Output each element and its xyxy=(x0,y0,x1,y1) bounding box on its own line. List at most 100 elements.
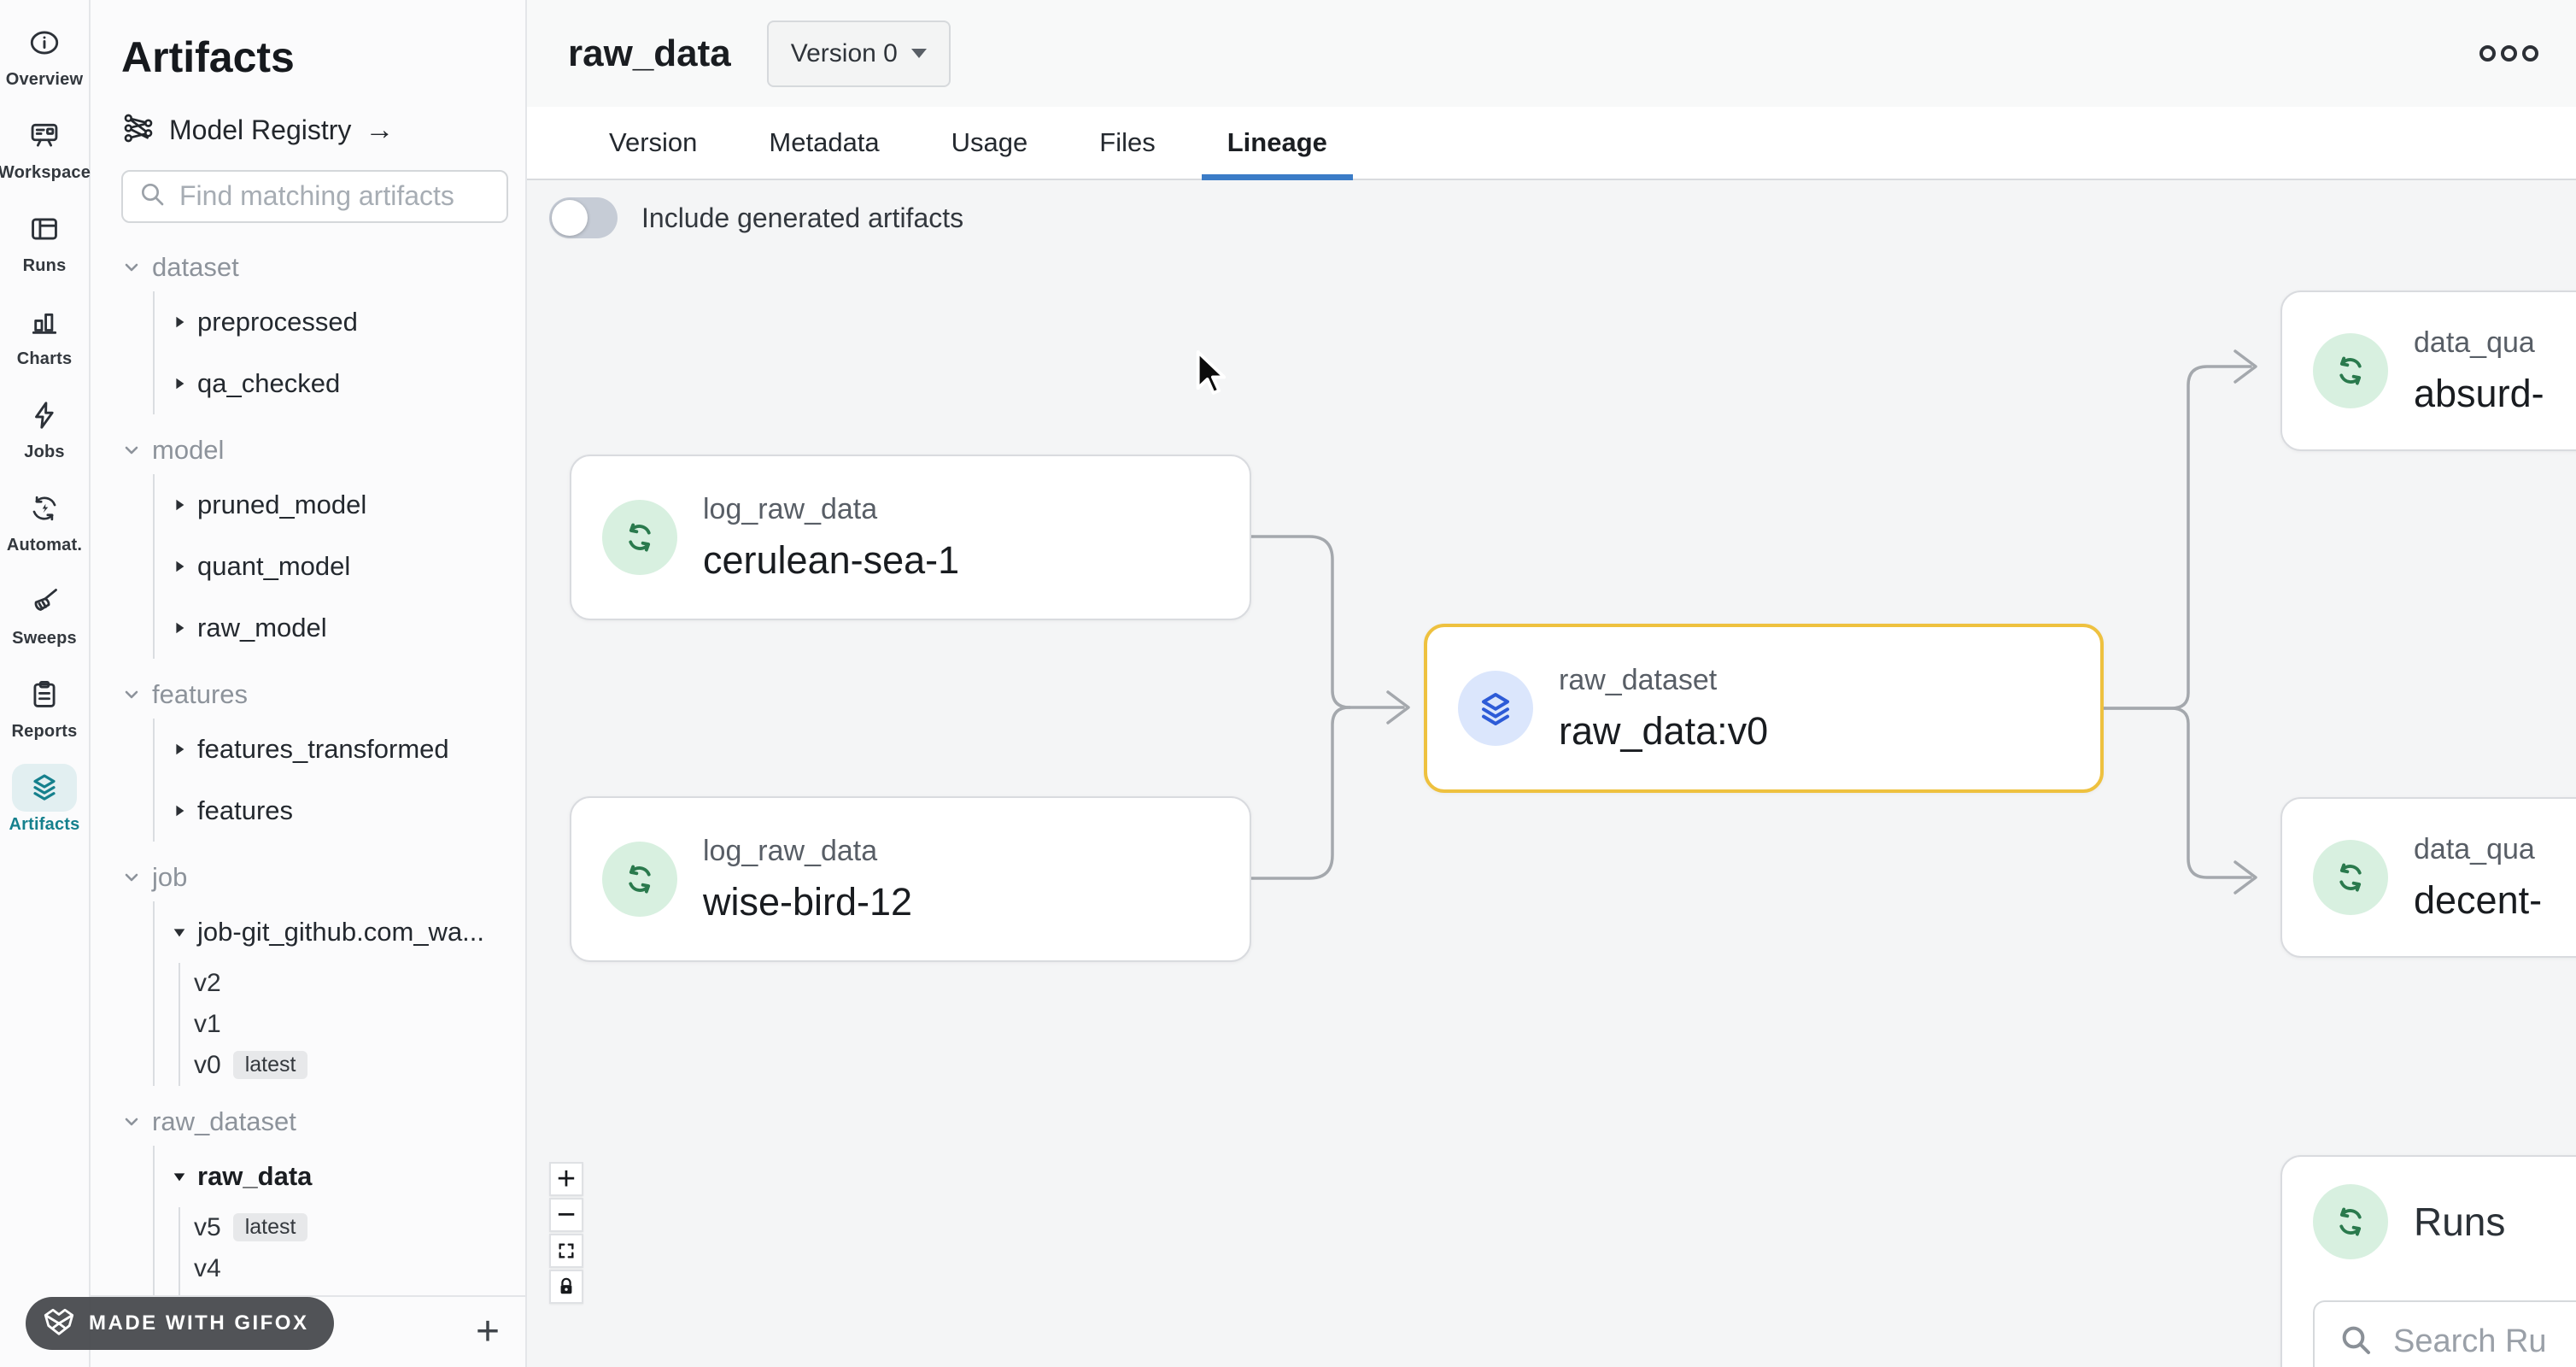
tree-group-dataset[interactable]: dataset xyxy=(121,243,508,291)
triangle-down-icon xyxy=(173,928,185,936)
lineage-node-runs-group[interactable]: Runs xyxy=(2280,1155,2576,1367)
lineage-node-run-absurd[interactable]: data_qua absurd- xyxy=(2280,290,2576,451)
node-title: decent- xyxy=(2414,877,2543,922)
sidebar-item-automations[interactable]: Automat. xyxy=(0,484,89,555)
sidebar-item-jobs[interactable]: Jobs xyxy=(0,391,89,462)
zoom-out-button[interactable]: − xyxy=(549,1197,583,1233)
sidebar-item-charts[interactable]: Charts xyxy=(0,298,89,369)
tree-item[interactable]: quant_model xyxy=(155,536,508,597)
tree-item[interactable]: features xyxy=(155,780,508,842)
version-selector[interactable]: Version 0 xyxy=(766,20,951,87)
lock-button[interactable] xyxy=(549,1270,583,1304)
zoom-in-button[interactable]: + xyxy=(549,1161,583,1197)
arrow-right-icon: → xyxy=(365,113,395,146)
artifact-search[interactable] xyxy=(121,169,508,223)
lineage-canvas[interactable]: Include generated artifacts xyxy=(527,180,2576,1367)
search-input[interactable] xyxy=(178,179,491,213)
node-title: cerulean-sea-1 xyxy=(703,537,960,582)
run-cycle-icon xyxy=(2313,840,2388,915)
artifact-layers-icon xyxy=(1458,671,1533,746)
dot-icon xyxy=(2522,45,2538,62)
tree-item[interactable]: preprocessed xyxy=(155,291,508,353)
tab-lineage[interactable]: Lineage xyxy=(1201,107,1354,180)
node-caption: log_raw_data xyxy=(703,492,878,525)
tab-files[interactable]: Files xyxy=(1099,127,1156,157)
tab-metadata[interactable]: Metadata xyxy=(769,127,880,157)
version-item[interactable]: v2 xyxy=(194,968,221,997)
main-area: raw_data Version 0 Version Metadata Usag… xyxy=(527,0,2576,1367)
rail-label: Overview xyxy=(5,70,84,89)
node-title: wise-bird-12 xyxy=(703,879,913,924)
sidebar-item-runs[interactable]: Runs xyxy=(0,205,89,276)
triangle-right-icon xyxy=(176,560,184,572)
runs-search-input[interactable] xyxy=(2392,1322,2576,1361)
lineage-node-artifact-raw-data-v0[interactable]: raw_dataset raw_data:v0 xyxy=(1424,624,2104,793)
sidebar-item-sweeps[interactable]: Sweeps xyxy=(0,578,89,648)
lineage-node-run-wise-bird-12[interactable]: log_raw_data wise-bird-12 xyxy=(570,796,1251,962)
tab-version[interactable]: Version xyxy=(609,127,698,157)
rail-label: Workspace xyxy=(0,163,91,182)
tree-group-features[interactable]: features xyxy=(121,671,508,719)
left-nav-rail: Overview Workspace Runs xyxy=(0,0,91,1367)
tree-item[interactable]: raw_model xyxy=(155,597,508,659)
triangle-right-icon xyxy=(176,743,184,754)
artifact-tree: dataset preprocessed qa_checked model xyxy=(121,243,508,1367)
latest-badge: latest xyxy=(232,1213,308,1241)
tree-group-raw-dataset[interactable]: raw_dataset xyxy=(121,1098,508,1146)
version-item[interactable]: v5 latest xyxy=(180,1207,508,1248)
lineage-node-run-decent[interactable]: data_qua decent- xyxy=(2280,797,2576,958)
include-generated-toggle[interactable] xyxy=(549,197,618,238)
run-cycle-icon xyxy=(602,500,677,575)
runs-search[interactable] xyxy=(2313,1300,2576,1367)
triangle-right-icon xyxy=(176,805,184,816)
triangle-down-icon xyxy=(173,1172,185,1181)
tree-item-raw-data-selected[interactable]: raw_data xyxy=(155,1146,508,1207)
workspace-icon xyxy=(12,112,77,160)
tree-group-job[interactable]: job xyxy=(121,854,508,901)
sidebar-item-reports[interactable]: Reports xyxy=(0,671,89,742)
charts-icon xyxy=(12,298,77,346)
node-caption: data_qua xyxy=(2414,832,2535,865)
artifact-header: raw_data Version 0 xyxy=(527,0,2576,107)
rail-label: Automat. xyxy=(6,536,83,554)
triangle-right-icon xyxy=(176,622,184,633)
rail-label: Reports xyxy=(11,722,78,741)
chevron-down-icon xyxy=(125,1118,138,1125)
include-generated-toggle-row: Include generated artifacts xyxy=(549,197,963,238)
sidebar-item-workspace[interactable]: Workspace xyxy=(0,112,91,183)
model-registry-link[interactable]: Model Registry → xyxy=(121,111,508,150)
model-registry-icon xyxy=(121,111,155,150)
artifacts-icon xyxy=(12,764,77,812)
dot-icon xyxy=(2501,45,2517,62)
rail-label: Sweeps xyxy=(12,629,77,648)
rail-label: Jobs xyxy=(24,443,65,461)
tab-usage[interactable]: Usage xyxy=(951,127,1028,157)
latest-badge: latest xyxy=(232,1051,308,1079)
overflow-menu-button[interactable] xyxy=(2479,45,2538,62)
canvas-zoom-controls: + − xyxy=(549,1161,583,1304)
version-item[interactable]: v4 xyxy=(194,1253,221,1282)
fit-view-button[interactable] xyxy=(549,1234,583,1268)
tree-item[interactable]: pruned_model xyxy=(155,474,508,536)
tree-item-expanded[interactable]: job-git_github.com_wa... xyxy=(155,901,508,963)
tree-item[interactable]: features_transformed xyxy=(155,719,508,780)
tree-group-model[interactable]: model xyxy=(121,426,508,474)
lineage-node-run-cerulean-sea-1[interactable]: log_raw_data cerulean-sea-1 xyxy=(570,455,1251,620)
version-item[interactable]: v1 xyxy=(194,1009,221,1038)
triangle-right-icon xyxy=(176,378,184,389)
node-caption: log_raw_data xyxy=(703,834,878,867)
chevron-down-icon xyxy=(125,263,138,271)
version-item[interactable]: v0 latest xyxy=(180,1045,508,1086)
runs-icon xyxy=(12,205,77,253)
sidebar-item-overview[interactable]: Overview xyxy=(0,19,89,90)
sidebar-item-artifacts[interactable]: Artifacts xyxy=(0,764,89,835)
lock-icon xyxy=(560,1277,572,1294)
search-icon xyxy=(2339,1323,2373,1361)
tree-item[interactable]: qa_checked xyxy=(155,353,508,414)
automations-icon xyxy=(12,484,77,532)
jobs-icon xyxy=(12,391,77,439)
add-artifact-button[interactable]: + xyxy=(475,1309,500,1354)
runs-group-title: Runs xyxy=(2414,1200,2506,1244)
node-caption: raw_dataset xyxy=(1559,663,1718,696)
info-icon xyxy=(12,19,77,67)
